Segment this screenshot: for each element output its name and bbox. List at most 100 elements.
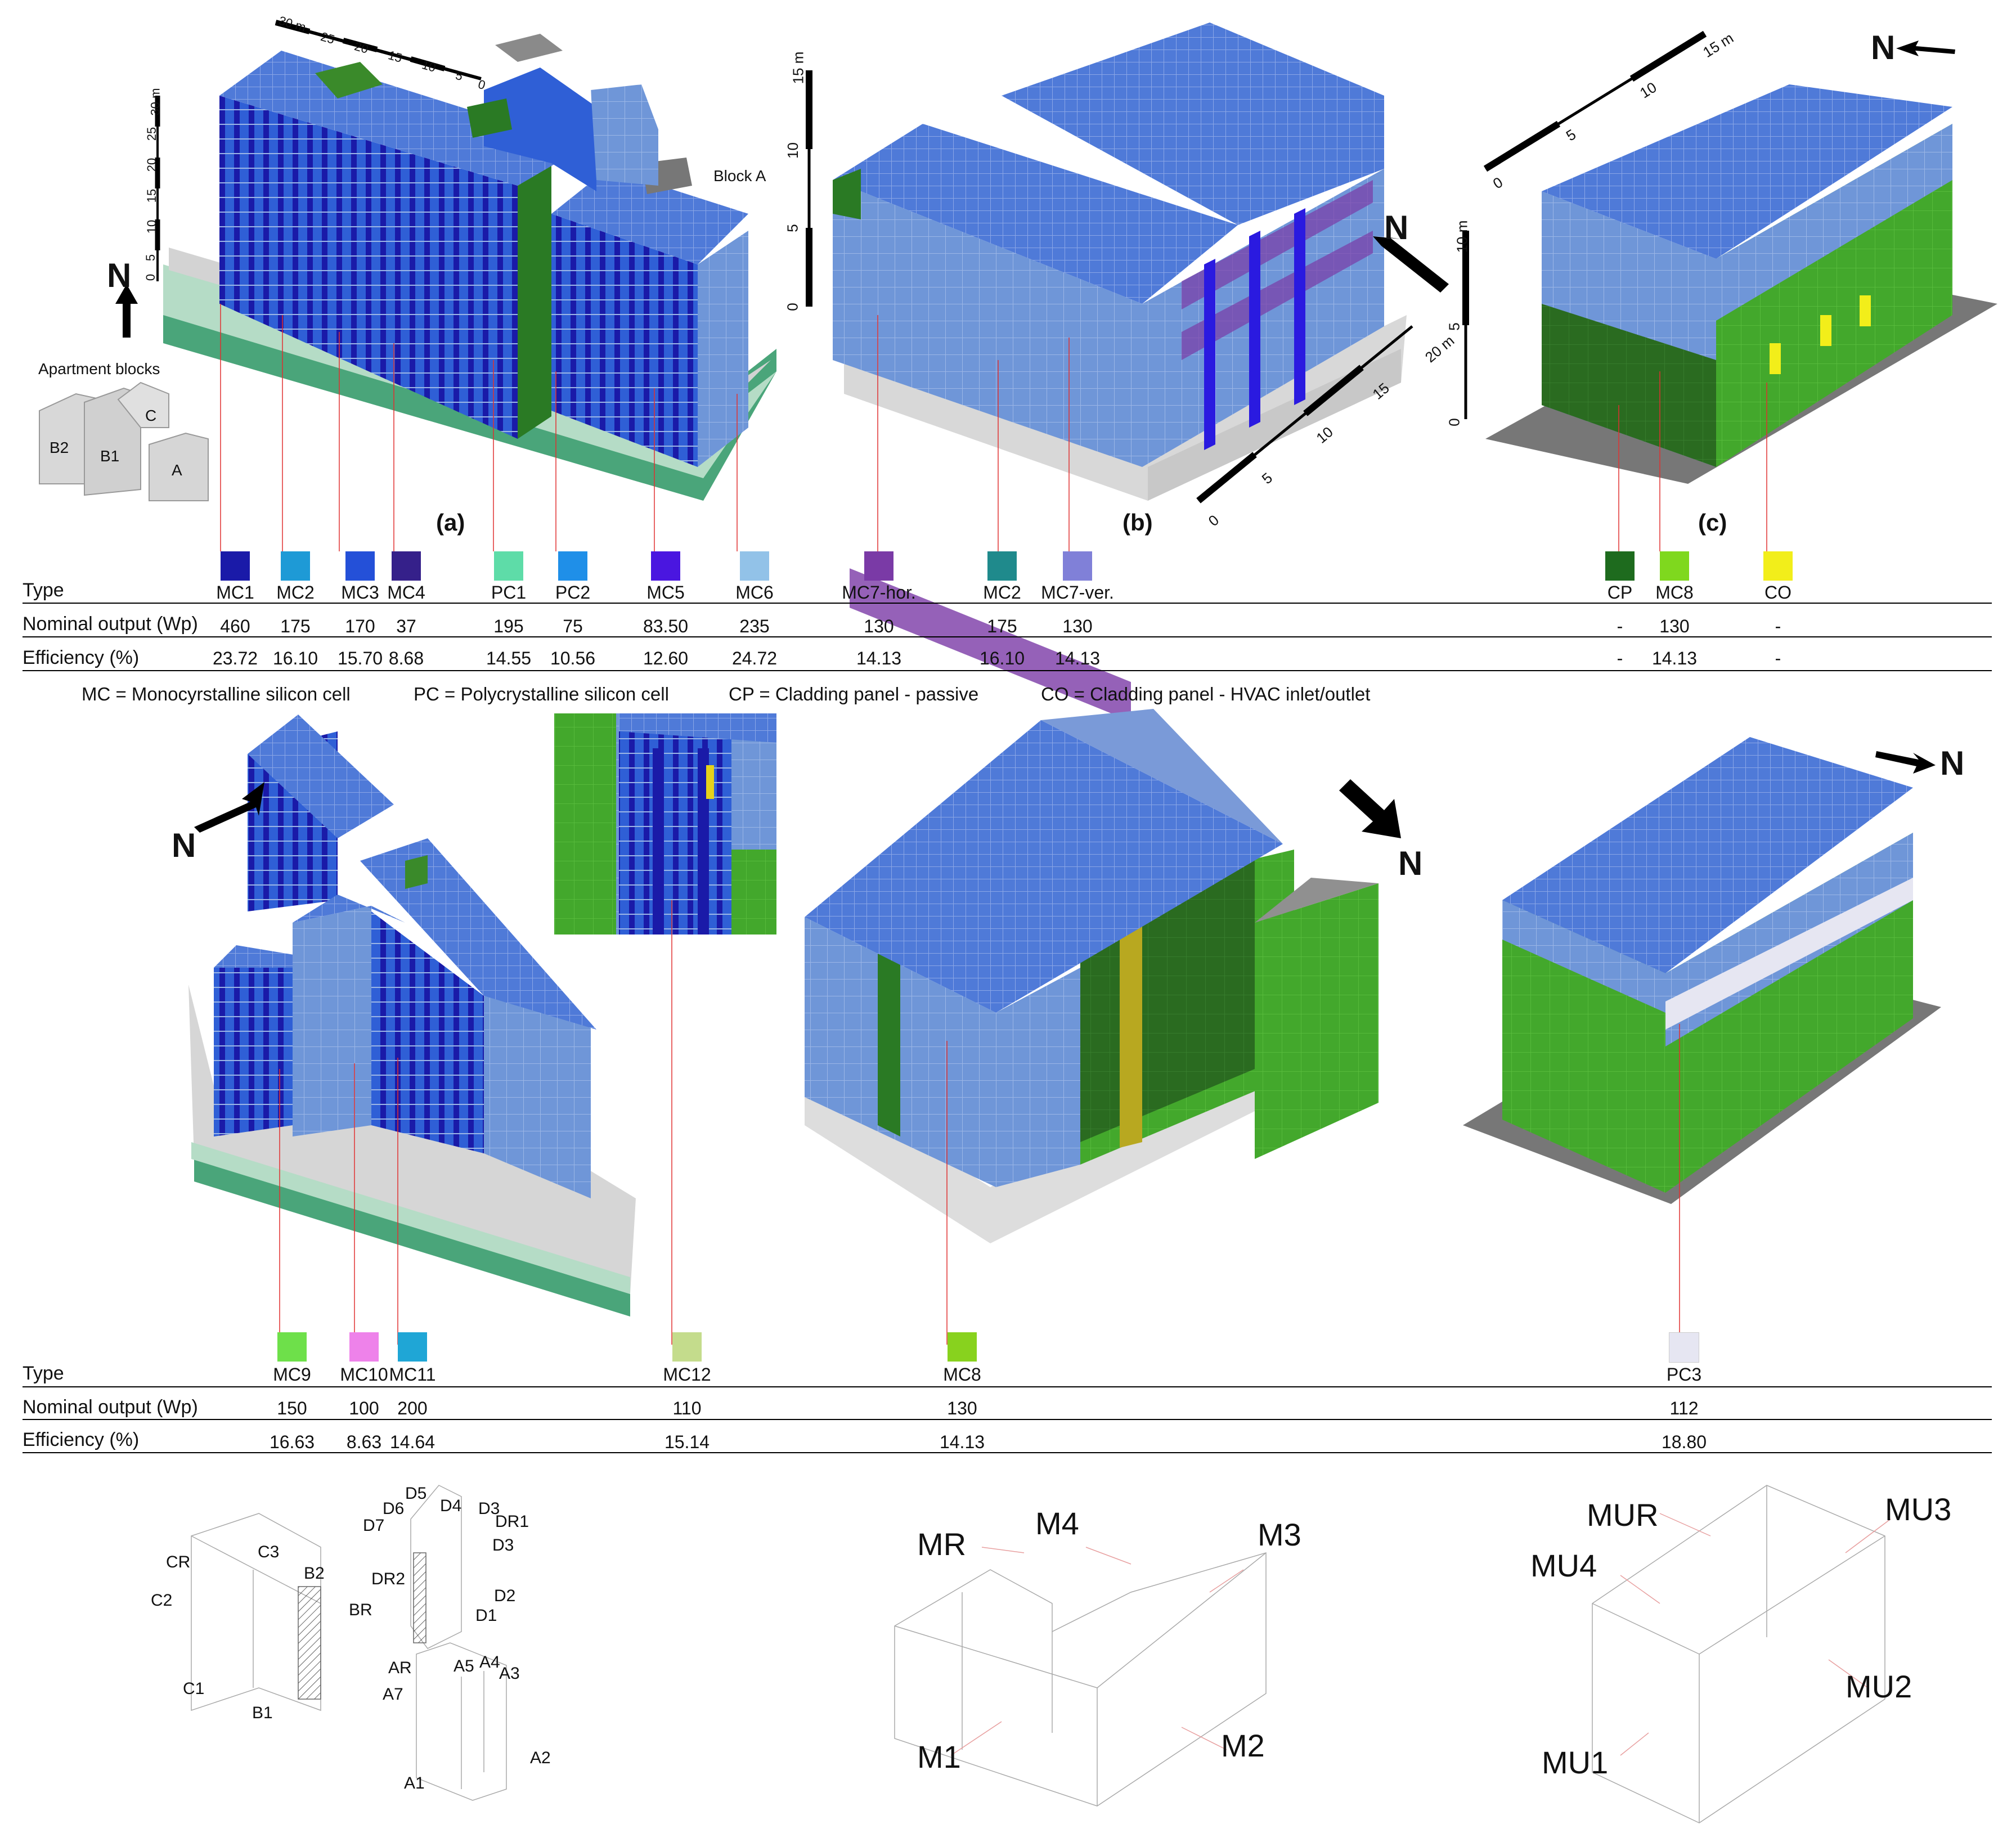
cell-eff: -	[1617, 648, 1623, 668]
cell-output: 130	[1062, 616, 1093, 636]
swatch-mc8	[948, 1332, 977, 1362]
cell-output: 175	[280, 616, 311, 636]
zone-label: MU1	[1542, 1745, 1609, 1780]
cell-output: 130	[1659, 616, 1690, 636]
scale-c-v-5: 5	[1445, 322, 1463, 331]
north-label-b: N	[1384, 209, 1409, 246]
zone-label: MU3	[1885, 1491, 1952, 1527]
zone-label: B1	[252, 1704, 273, 1722]
scale-b-v-15: 15 m	[789, 51, 807, 84]
cell-type: MC2	[276, 582, 315, 603]
cell-type: MC8	[1655, 582, 1694, 603]
scale-bar-b	[806, 70, 1413, 504]
cell-type: PC1	[491, 582, 527, 603]
cell-output: 100	[349, 1398, 379, 1418]
cell-type: MC9	[273, 1364, 311, 1385]
cell-type: MC8	[943, 1364, 981, 1385]
cell-eff: 14.55	[486, 648, 532, 668]
zone-label: A3	[499, 1664, 520, 1683]
cell-output: 200	[397, 1398, 428, 1418]
legend-pc: PC = Polycrystalline silicon cell	[414, 684, 669, 704]
cell-type: MC5	[646, 582, 685, 603]
model-b-building	[833, 23, 1407, 722]
zone-label: C1	[183, 1679, 205, 1698]
scale-a-v-30: 30 m	[148, 88, 163, 116]
scale-a-v-5: 5	[143, 254, 158, 262]
cell-eff: 8.63	[346, 1432, 382, 1452]
swatch-pc1	[494, 551, 523, 581]
zone-label: D1	[475, 1606, 497, 1625]
zone-label: D3	[492, 1536, 514, 1555]
cell-output: 110	[672, 1398, 702, 1418]
scale-a-v-20: 20	[145, 158, 159, 172]
cell-type: MC11	[389, 1364, 436, 1385]
zone-diagram-c	[1592, 1485, 1885, 1823]
zone-label: D4	[440, 1497, 462, 1515]
cell-output: 112	[1669, 1398, 1699, 1418]
cell-eff: 18.80	[1661, 1432, 1707, 1452]
cell-output: 37	[396, 616, 416, 636]
zone-label: M2	[1221, 1728, 1265, 1763]
cell-output: 75	[563, 616, 583, 636]
table2-output-header: Nominal output (Wp)	[23, 1396, 198, 1418]
cell-eff: 16.10	[979, 648, 1025, 668]
block-a-label: Block A	[713, 167, 766, 185]
scale-b-v-10: 10	[784, 142, 801, 159]
cell-type: CP	[1607, 582, 1633, 603]
cell-output: -	[1775, 616, 1781, 636]
cell-output: 175	[987, 616, 1017, 636]
scale-a-v-25: 25	[145, 127, 159, 141]
zone-label: AR	[388, 1659, 412, 1677]
swatch-mc1	[221, 551, 250, 581]
cell-eff: 14.13	[939, 1432, 985, 1452]
north-arrow-a2	[194, 782, 264, 833]
zone-label: DR1	[495, 1512, 529, 1531]
cell-eff: 15.70	[337, 648, 383, 668]
table1-output-header: Nominal output (Wp)	[23, 613, 198, 635]
zone-diagram-b	[894, 1552, 1267, 1807]
apartment-blocks-key	[39, 381, 209, 501]
cell-output: 130	[864, 616, 894, 636]
scale-a-v-10: 10	[145, 219, 159, 234]
cell-eff: -	[1775, 648, 1781, 668]
cell-type: MC7-ver.	[1041, 582, 1114, 603]
swatch-mc8	[1660, 551, 1689, 581]
north-label-a2: N	[172, 826, 196, 864]
swatch-mc5	[651, 551, 680, 581]
zone-label: A1	[404, 1774, 425, 1792]
zone-label: A7	[383, 1685, 403, 1704]
cell-type: PC3	[1666, 1364, 1702, 1385]
swatch-mc7-hor-	[864, 551, 893, 581]
cell-output: 130	[947, 1398, 977, 1418]
cell-output: 150	[277, 1398, 307, 1418]
scale-a-v-15: 15	[145, 188, 159, 203]
model-b-rear-view	[805, 709, 1379, 1243]
scale-b-v-0: 0	[784, 303, 801, 311]
table2-efficiency-header: Efficiency (%)	[23, 1429, 140, 1450]
table1-type-header: Type	[23, 579, 64, 601]
zone-label: MU4	[1530, 1548, 1597, 1583]
model-a-apartment-blocks	[163, 34, 776, 501]
model-c-rear-view	[1463, 737, 1941, 1204]
swatch-cp	[1605, 551, 1635, 581]
zone-label: MUR	[1587, 1497, 1659, 1533]
block-c-label: C	[145, 407, 157, 424]
north-arrow-c2	[1875, 751, 1936, 774]
cell-type: MC7-hor.	[842, 582, 916, 603]
north-label-c: N	[1871, 29, 1896, 66]
cell-eff: 14.64	[389, 1432, 435, 1452]
legend-cp: CP = Cladding panel - passive	[729, 684, 979, 704]
swatch-mc6	[740, 551, 769, 581]
panel-label-b: (b)	[1123, 509, 1153, 536]
model-a-rear-view	[188, 715, 636, 1317]
cell-eff: 24.72	[731, 648, 778, 668]
block-a-key-label: A	[172, 461, 182, 479]
swatch-mc11	[398, 1332, 427, 1362]
north-label-b2: N	[1398, 844, 1423, 882]
zone-label: CR	[166, 1553, 191, 1571]
zone-label: D2	[494, 1587, 516, 1605]
model-c-building	[1485, 84, 1997, 484]
cell-type: MC2	[983, 582, 1021, 603]
cell-eff: 12.60	[643, 648, 689, 668]
zone-label: C3	[258, 1543, 280, 1561]
